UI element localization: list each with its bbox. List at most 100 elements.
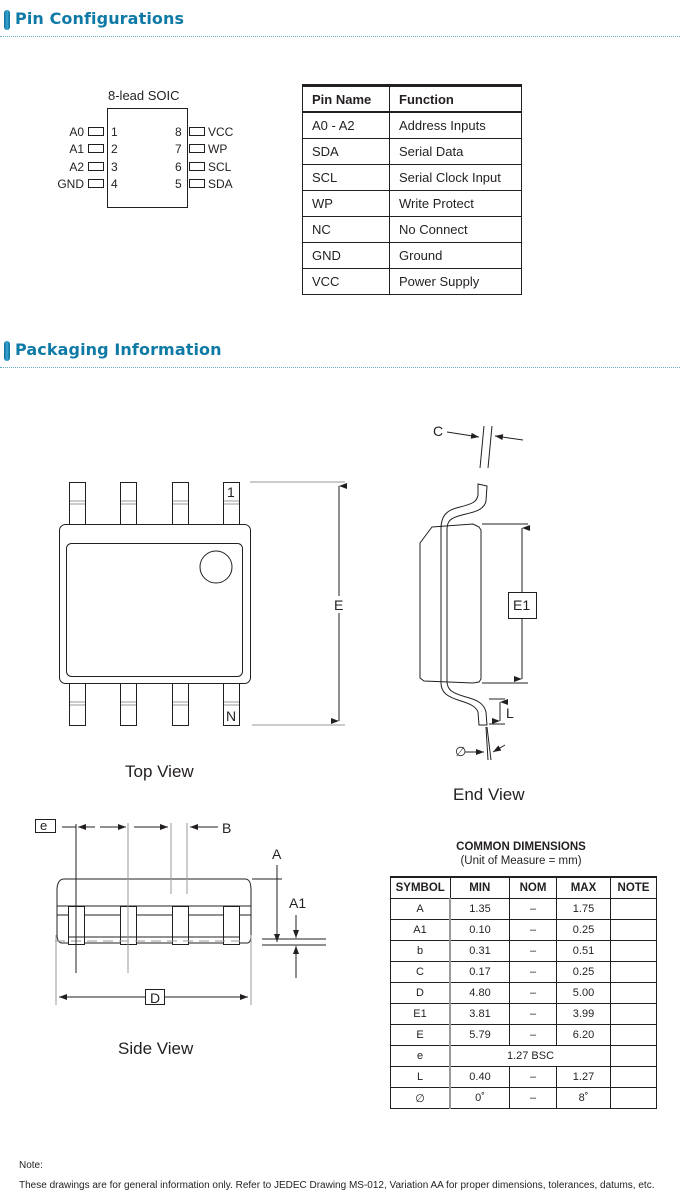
note-cell bbox=[610, 940, 657, 962]
package-label: 8-lead SOIC bbox=[108, 88, 180, 103]
symbol-cell: E bbox=[390, 1024, 451, 1046]
note-cell bbox=[610, 961, 657, 983]
pin-1-label: 1 bbox=[227, 484, 235, 500]
nom-cell: – bbox=[509, 1087, 557, 1109]
max-cell: 8˚ bbox=[556, 1087, 611, 1109]
symbol-cell: e bbox=[390, 1045, 451, 1067]
nom-cell: – bbox=[509, 1066, 557, 1088]
pin-name-right: SDA bbox=[208, 177, 233, 191]
column-header: SYMBOL bbox=[390, 876, 451, 899]
soic-outline-svg bbox=[88, 108, 205, 208]
max-cell: 0.25 bbox=[556, 961, 611, 983]
column-header: NOM bbox=[509, 876, 557, 899]
dimension-a1-label: A1 bbox=[289, 895, 307, 911]
max-cell: 0.51 bbox=[556, 940, 611, 962]
nom-cell: – bbox=[509, 898, 557, 920]
min-cell: 1.35 bbox=[449, 898, 510, 920]
note-cell bbox=[610, 1045, 657, 1067]
nom-cell: – bbox=[509, 919, 557, 941]
pin-name-right: SCL bbox=[208, 160, 232, 174]
side-view-svg bbox=[35, 819, 326, 1005]
pin-n-label: N bbox=[226, 708, 237, 724]
pin1-indicator bbox=[199, 550, 233, 584]
function-cell: Ground bbox=[389, 242, 522, 269]
min-cell: 0.17 bbox=[449, 961, 510, 983]
nom-cell: – bbox=[509, 961, 557, 983]
note-cell bbox=[610, 982, 657, 1004]
section-heading-pin-configurations: Pin Configurations bbox=[0, 6, 680, 37]
dimension-b-label: B bbox=[222, 820, 232, 836]
max-cell: 1.27 bbox=[556, 1066, 611, 1088]
max-cell: 1.75 bbox=[556, 898, 611, 920]
side-view-caption: Side View bbox=[118, 1039, 194, 1058]
table-header-row: Pin Name Function bbox=[302, 84, 522, 113]
heading-bullet-icon bbox=[4, 10, 10, 30]
note-cell bbox=[610, 1087, 657, 1109]
symbol-cell: L bbox=[390, 1066, 451, 1088]
pin-name-cell: NC bbox=[302, 216, 390, 243]
symbol-cell: C bbox=[390, 961, 451, 983]
pin-name-cell: A0 - A2 bbox=[302, 112, 390, 139]
pin-name-left: A1 bbox=[69, 142, 84, 156]
dimensions-subtitle: (Unit of Measure = mm) bbox=[460, 855, 582, 867]
pin-number-right: 7 bbox=[175, 142, 182, 156]
pin-number-left: 3 bbox=[111, 160, 118, 174]
symbol-cell: E1 bbox=[390, 1003, 451, 1025]
min-cell: 0.31 bbox=[449, 940, 510, 962]
note-cell bbox=[610, 1003, 657, 1025]
top-view-caption: Top View bbox=[125, 762, 194, 781]
pin-name-left: A0 bbox=[69, 125, 84, 139]
column-header: Pin Name bbox=[302, 84, 390, 113]
pin-number-right: 8 bbox=[175, 125, 182, 139]
symbol-cell: A1 bbox=[390, 919, 451, 941]
pin-number-left: 1 bbox=[111, 125, 118, 139]
dimension-l-label: L bbox=[506, 705, 514, 721]
note-text: These drawings are for general informati… bbox=[19, 1180, 655, 1191]
note-cell bbox=[610, 898, 657, 920]
pin-name-cell: GND bbox=[302, 242, 390, 269]
symbol-cell: A bbox=[390, 898, 451, 920]
note-heading: Note: bbox=[19, 1160, 43, 1171]
dimension-e-pitch-label: e bbox=[40, 818, 48, 833]
symbol-cell: ∅ bbox=[390, 1087, 451, 1109]
min-cell: 4.80 bbox=[449, 982, 510, 1004]
pin-number-right: 5 bbox=[175, 177, 182, 191]
pin-name-cell: SDA bbox=[302, 138, 390, 165]
note-cell bbox=[610, 919, 657, 941]
function-cell: Address Inputs bbox=[389, 112, 522, 139]
min-cell: 0.40 bbox=[449, 1066, 510, 1088]
table-header-row: SYMBOL MIN NOM MAX NOTE bbox=[390, 876, 657, 899]
function-cell: Serial Data bbox=[389, 138, 522, 165]
nom-cell: – bbox=[509, 982, 557, 1004]
pin-name-left: A2 bbox=[69, 160, 84, 174]
nom-cell: – bbox=[509, 1003, 557, 1025]
function-cell: Serial Clock Input bbox=[389, 164, 522, 191]
symbol-cell: D bbox=[390, 982, 451, 1004]
symbol-cell: b bbox=[390, 940, 451, 962]
column-header: MIN bbox=[449, 876, 510, 899]
min-cell: 0.10 bbox=[449, 919, 510, 941]
table-row: ∅0˚–8˚ bbox=[390, 1087, 657, 1109]
left-pin-stubs bbox=[88, 127, 104, 188]
function-cell: Power Supply bbox=[389, 268, 522, 295]
dotted-divider bbox=[0, 367, 680, 368]
pin-name-cell: WP bbox=[302, 190, 390, 217]
nom-cell: – bbox=[509, 940, 557, 962]
dimension-e1-label: E1 bbox=[513, 597, 531, 613]
